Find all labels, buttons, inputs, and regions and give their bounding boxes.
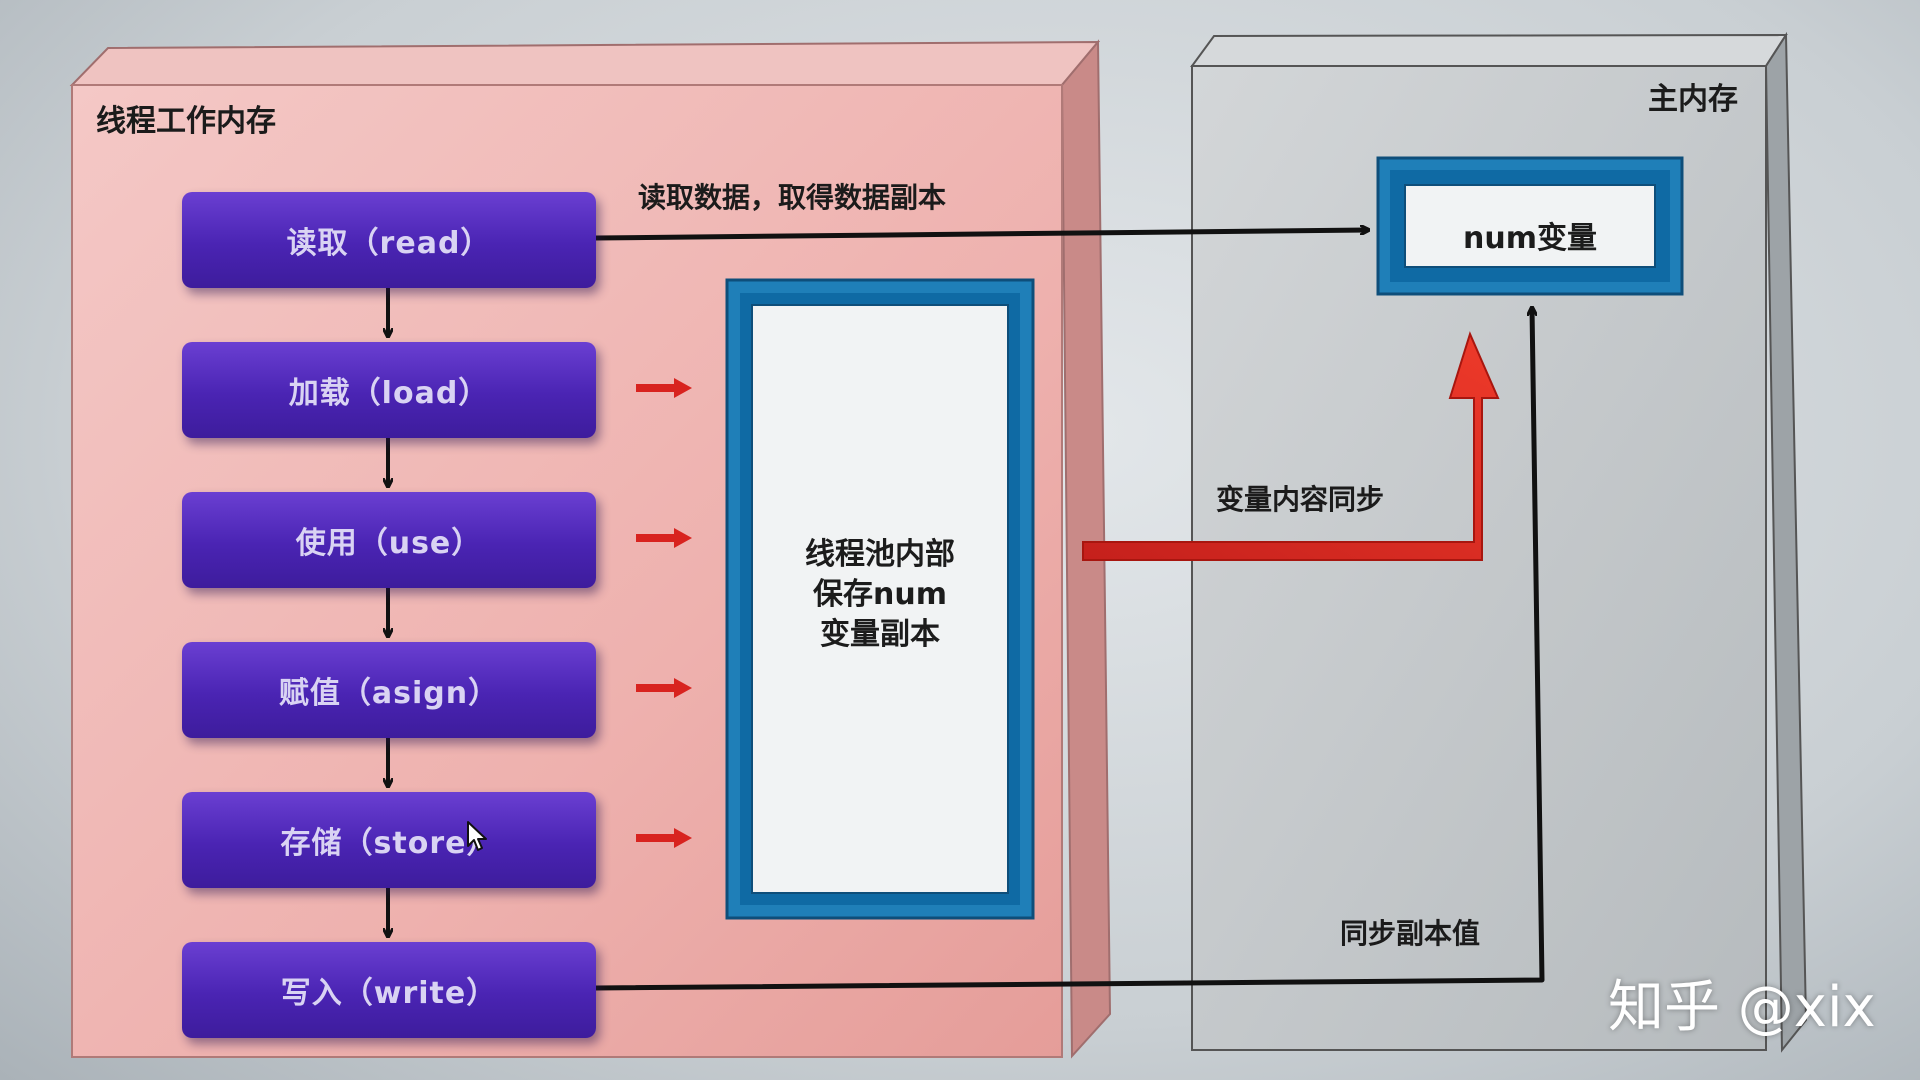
main-memory-title: 主内存 bbox=[1648, 82, 1738, 117]
variable-box-frame bbox=[1376, 156, 1684, 296]
read-data-annotation: 读取数据，取得数据副本 bbox=[638, 181, 947, 214]
copy-arrow-store bbox=[636, 828, 692, 848]
num-variable-label: num变量 bbox=[1463, 221, 1597, 256]
copy-box-line-3: 变量副本 bbox=[820, 617, 940, 652]
step-use: 使用（use） bbox=[182, 492, 596, 588]
copy-box-text: 线程池内部 保存num 变量副本 bbox=[752, 535, 1008, 655]
sync-arrow bbox=[1082, 331, 1500, 561]
step-store: 存储（store） bbox=[182, 792, 596, 888]
write-arrow bbox=[595, 308, 1545, 991]
sync-content-annotation: 变量内容同步 bbox=[1216, 483, 1385, 516]
sync-copy-value-annotation: 同步副本值 bbox=[1340, 917, 1481, 950]
copy-box-line-1: 线程池内部 bbox=[805, 537, 955, 572]
mouse-cursor-icon bbox=[467, 821, 487, 851]
step-read: 读取（read） bbox=[182, 192, 596, 288]
step-assign: 赋值（asign） bbox=[182, 642, 596, 738]
copy-arrows bbox=[636, 378, 692, 848]
copy-arrow-use bbox=[636, 528, 692, 548]
copy-arrow-load bbox=[636, 378, 692, 398]
watermark: 知乎 @xix bbox=[1608, 975, 1876, 1040]
copy-box-line-2: 保存num bbox=[813, 577, 947, 612]
step-load: 加载（load） bbox=[182, 342, 596, 438]
copy-arrow-assign bbox=[636, 678, 692, 698]
step-write: 写入（write） bbox=[182, 942, 596, 1038]
copy-box-frame bbox=[725, 278, 1035, 920]
read-arrow bbox=[595, 230, 1368, 241]
thread-memory-title: 线程工作内存 bbox=[96, 104, 276, 139]
